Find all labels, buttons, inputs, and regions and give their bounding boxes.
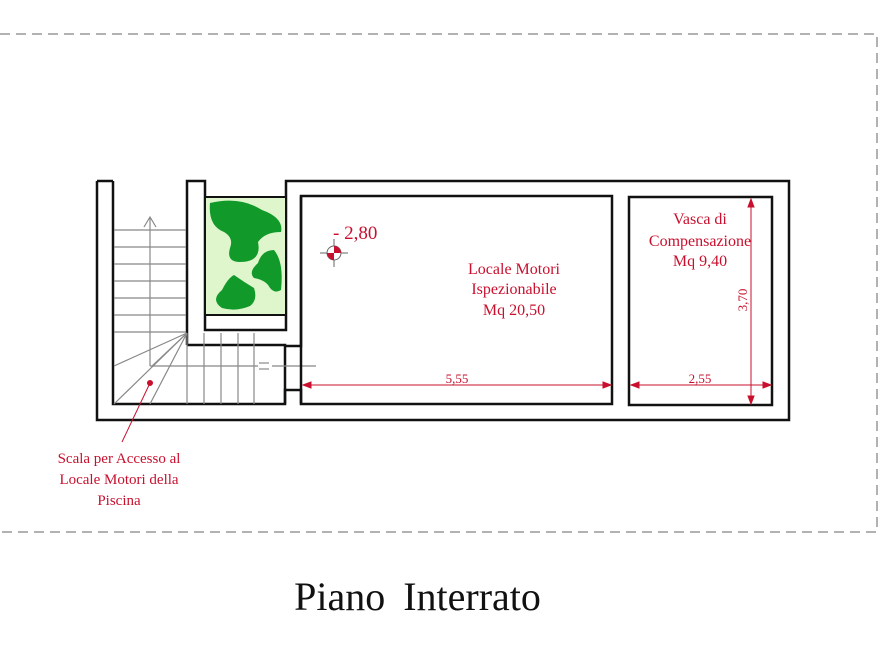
stair-note: Scala per Accesso al Locale Motori della… (58, 451, 181, 509)
svg-text:Locale Motori della: Locale Motori della (59, 472, 178, 488)
vasca-label: Vasca di Compensazione Mq 9,40 (649, 211, 751, 270)
svg-text:Piscina: Piscina (97, 493, 141, 509)
level-marker-icon (320, 239, 348, 267)
room-vasca-compensazione (627, 195, 774, 407)
room-locale-motori (299, 194, 614, 406)
dimension-lines (121, 197, 773, 443)
stair-treads (113, 215, 316, 405)
site-boundary-dashed (0, 33, 878, 533)
svg-text:Scala per Accesso al: Scala per Accesso al (58, 451, 181, 467)
svg-text:Ispezionabile: Ispezionabile (471, 281, 556, 298)
svg-text:Locale Motori: Locale Motori (468, 261, 561, 278)
dim-vasca-width: 2,55 (689, 371, 712, 386)
svg-text:Mq 20,50: Mq 20,50 (483, 302, 545, 319)
dim-vasca-height: 3,70 (735, 289, 750, 312)
level-value: - 2,80 (333, 223, 377, 244)
garden-planter (204, 196, 287, 316)
svg-text:Compensazione: Compensazione (649, 233, 751, 250)
svg-text:Mq 9,40: Mq 9,40 (673, 253, 727, 270)
tree-icon (216, 275, 256, 310)
svg-text:Vasca di: Vasca di (673, 211, 727, 228)
tree-icon (209, 200, 282, 262)
tree-icon (251, 250, 282, 292)
dim-locale-width: 5,55 (446, 371, 469, 386)
locale-motori-label: Locale Motori Ispezionabile Mq 20,50 (468, 261, 561, 319)
page-title: Piano Interrato (294, 574, 541, 619)
